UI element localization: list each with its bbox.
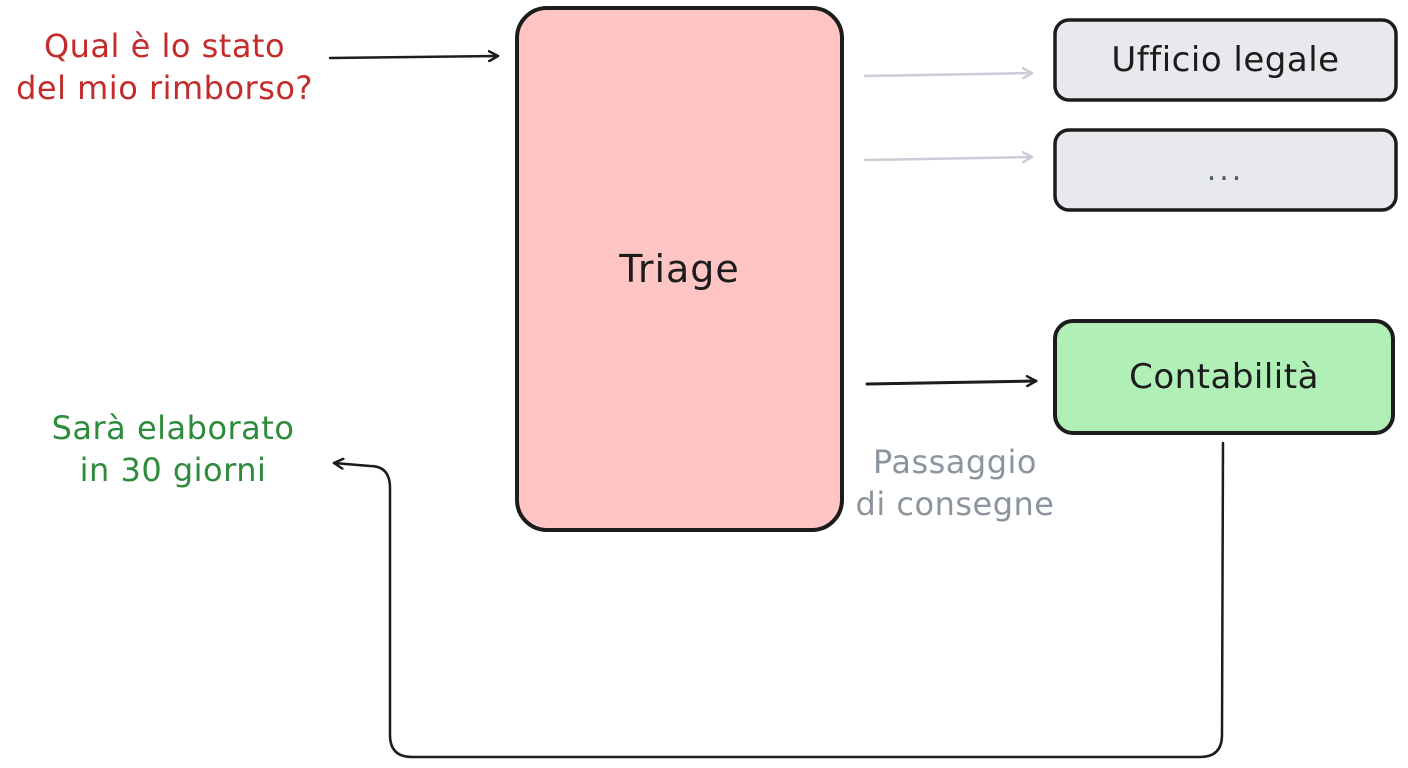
- triage-box: [515, 6, 844, 532]
- legal-office-label: Ufficio legale: [1111, 40, 1340, 80]
- handoff-label-line2: di consegne: [855, 484, 1055, 523]
- triage-label: Triage: [619, 247, 740, 291]
- accounting-box: [1053, 319, 1395, 435]
- customer-answer: Sarà elaborato in 30 giorni: [18, 408, 328, 491]
- handoff-label: Passaggio di consegne: [840, 442, 1070, 525]
- route-arrow-other: [863, 157, 1034, 160]
- other-departments-label: ...: [1206, 152, 1245, 188]
- accounting-label: Contabilità: [1129, 357, 1319, 397]
- customer-question-line1: Qual è lo stato: [43, 27, 286, 65]
- other-departments-box: [1053, 128, 1398, 212]
- handoff-arrow: [865, 381, 1038, 384]
- route-arrow-legal: [863, 73, 1034, 76]
- legal-office-box: [1053, 18, 1398, 102]
- handoff-label-line1: Passaggio: [872, 443, 1037, 481]
- customer-question: Qual è lo stato del mio rimborso?: [12, 26, 317, 109]
- response-arrow: [332, 441, 1225, 759]
- customer-answer-line1: Sarà elaborato: [51, 409, 295, 447]
- customer-question-line2: del mio rimborso?: [16, 68, 313, 107]
- customer-answer-line2: in 30 giorni: [79, 450, 267, 489]
- question-arrow: [328, 56, 500, 58]
